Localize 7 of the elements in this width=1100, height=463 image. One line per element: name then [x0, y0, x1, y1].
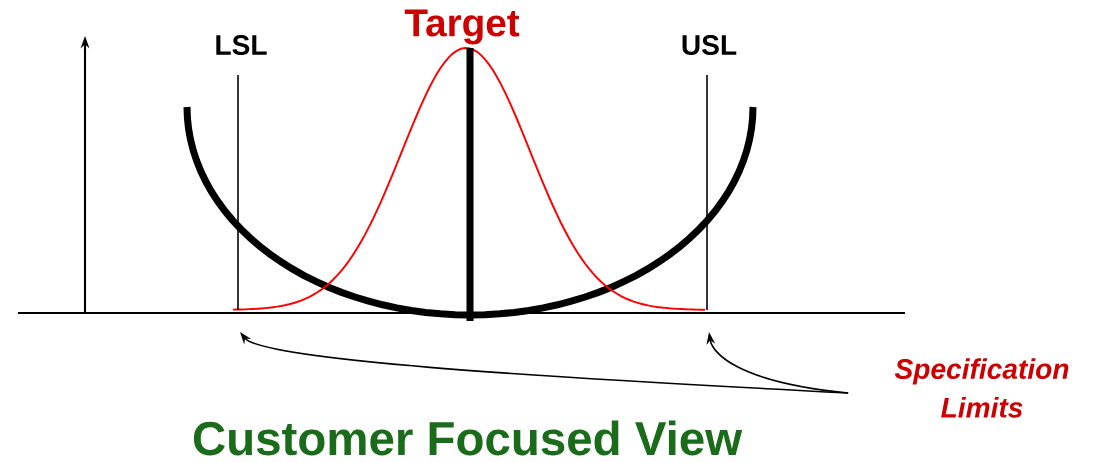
limit-line — [237, 75, 239, 310]
caption: Customer Focused View — [193, 420, 743, 456]
limit-label: USL — [682, 35, 737, 55]
note-text: Specification Limits — [894, 358, 1069, 418]
limit-line — [706, 75, 708, 310]
limit-label: LSL — [216, 35, 267, 55]
target-label: Target — [404, 9, 520, 45]
